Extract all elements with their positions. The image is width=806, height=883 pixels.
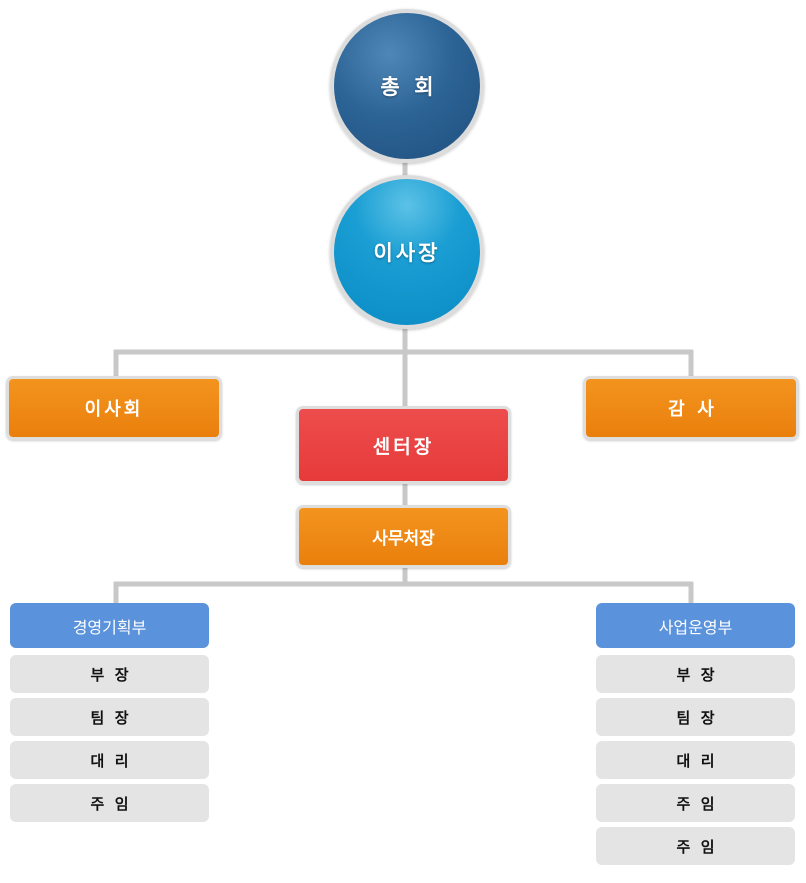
staff-label: 주 임: [676, 837, 715, 856]
center-director-label: 센터장: [372, 435, 435, 458]
chairman-label: 이사장: [373, 241, 441, 265]
auditor-node: 감 사: [583, 376, 799, 440]
general-assembly-label: 총 회: [380, 75, 434, 99]
staff-item: 부 장: [10, 655, 209, 693]
staff-label: 부 장: [676, 665, 715, 684]
staff-label: 주 임: [90, 794, 129, 813]
staff-item: 대 리: [596, 741, 795, 779]
dept-business-operations-label: 사업운영부: [658, 617, 733, 637]
staff-item: 주 임: [596, 784, 795, 822]
dept-management-planning: 경영기획부: [10, 603, 209, 648]
staff-label: 부 장: [90, 665, 129, 684]
board-of-directors-node: 이사회: [6, 376, 222, 440]
staff-item: 팀 장: [10, 698, 209, 736]
secretary-general-node: 사무처장: [296, 505, 511, 568]
dept-business-operations: 사업운영부: [596, 603, 795, 648]
dept-management-planning-label: 경영기획부: [72, 617, 147, 637]
staff-item: 부 장: [596, 655, 795, 693]
chairman-node: 이사장: [330, 175, 484, 329]
staff-item: 대 리: [10, 741, 209, 779]
staff-item: 주 임: [596, 827, 795, 865]
staff-label: 주 임: [676, 794, 715, 813]
auditor-label: 감 사: [668, 399, 714, 420]
staff-item: 팀 장: [596, 698, 795, 736]
staff-label: 대 리: [676, 751, 715, 770]
staff-label: 팀 장: [90, 708, 129, 727]
general-assembly-node: 총 회: [330, 9, 484, 163]
board-of-directors-label: 이사회: [84, 399, 144, 420]
staff-label: 팀 장: [676, 708, 715, 727]
secretary-general-label: 사무처장: [372, 529, 435, 549]
staff-item: 주 임: [10, 784, 209, 822]
center-director-node: 센터장: [296, 406, 511, 484]
staff-label: 대 리: [90, 751, 129, 770]
